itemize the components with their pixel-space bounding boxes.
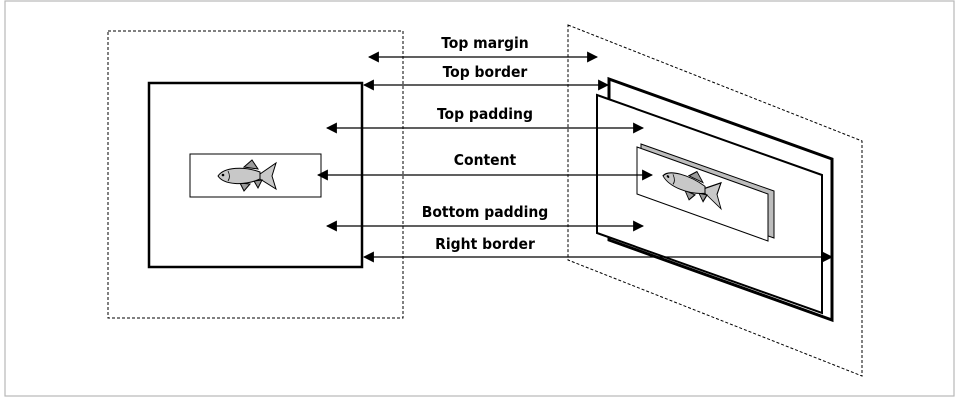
label-top-margin: Top margin [441, 34, 528, 52]
connector-arrows [316, 51, 834, 263]
margin-area-outline [107, 30, 404, 319]
label-bottom-padding: Bottom padding [422, 203, 549, 221]
label-content: Content [454, 151, 517, 169]
margin-plane [567, 24, 863, 377]
label-right-border: Right border [435, 235, 535, 253]
label-top-border: Top border [443, 63, 528, 81]
label-top-padding: Top padding [437, 105, 533, 123]
